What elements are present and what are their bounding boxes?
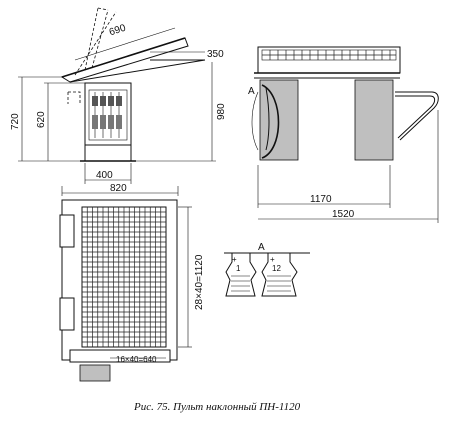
dim-grid-vertical: 28×40=1120 [194,254,205,310]
terminal-left-label: 1 [236,264,241,273]
terminal-right-label: 12 [272,264,281,273]
dim-720: 720 [10,113,21,130]
figure-caption: Рис. 75. Пульт наклонный ПН-1120 [133,401,301,413]
dim-980: 980 [216,103,227,120]
detail-a-label: A [258,242,265,253]
dim-400: 400 [96,170,113,181]
dim-grid-horizontal: 16×40=640 [116,355,157,364]
dim-350: 350 [207,49,224,60]
dim-1170: 1170 [310,194,332,205]
plus-left: + [232,255,237,264]
front-view: A 1170 1520 [248,46,439,223]
plan-view: 28×40=1120 16×40=640 [59,199,205,382]
dim-820: 820 [110,183,127,194]
plus-right: + [270,255,275,264]
detail-a: A + 1 + 12 [224,242,310,297]
dim-620: 620 [36,111,47,128]
dim-690: 690 [108,23,128,39]
view-a-label: A [248,86,255,97]
side-view: 690 350 720 620 980 400 820 [10,7,227,196]
dim-1520: 1520 [332,209,355,220]
